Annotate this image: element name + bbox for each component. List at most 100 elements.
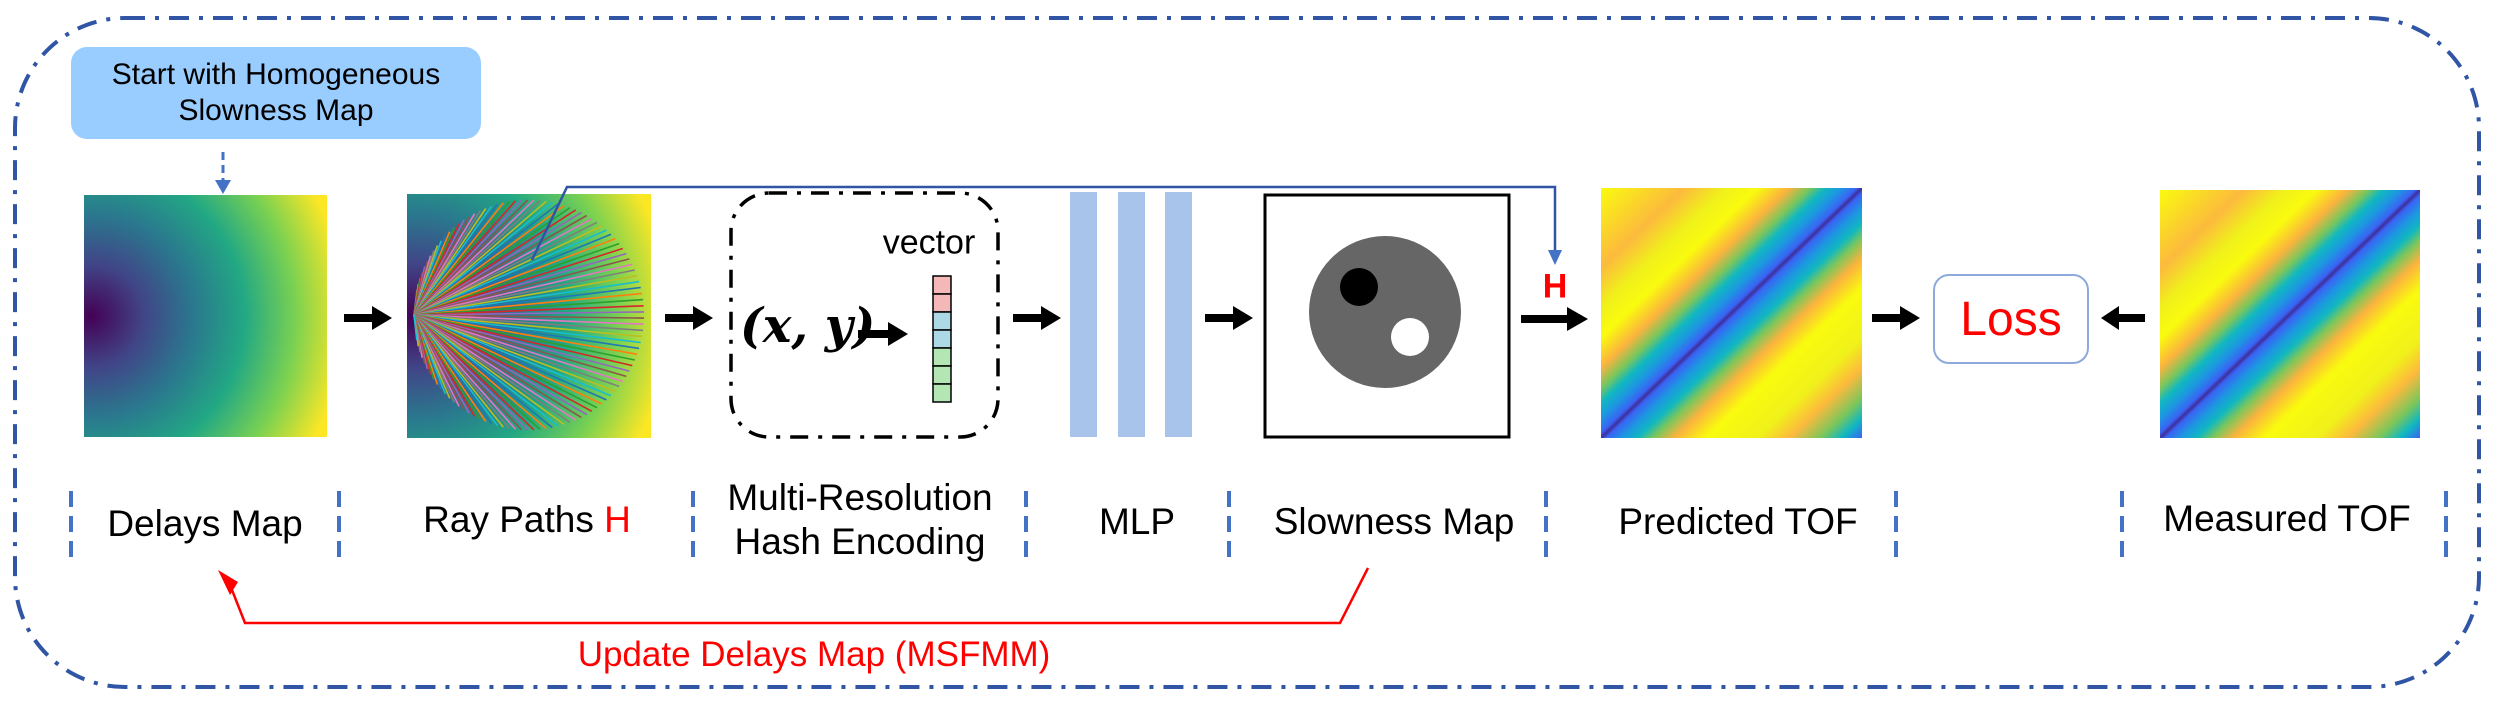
label-mlp: MLP [1098, 501, 1176, 542]
mlp-layer-1 [1070, 192, 1097, 437]
ray-line [413, 217, 593, 316]
label-measured-tof: Measured TOF [2163, 498, 2411, 539]
bright-inclusion [1391, 318, 1429, 356]
ray-fan [413, 199, 645, 431]
ray-line [413, 314, 588, 416]
ray-line [413, 314, 582, 419]
vector-cell [932, 329, 952, 349]
ray-line [413, 314, 620, 388]
label-ray-paths: Ray Paths H [423, 498, 631, 542]
ray-paths-h: H [604, 499, 631, 540]
ray-paths-image [407, 194, 651, 438]
h-marker: H [1542, 267, 1568, 306]
ray-line [413, 314, 612, 397]
ray-line [413, 233, 612, 316]
hash-label-line2: Hash Encoding [734, 521, 986, 562]
ray-line [413, 314, 624, 383]
ray-line [413, 258, 630, 316]
feedback-arrowhead [218, 570, 238, 595]
ray-line [413, 286, 641, 316]
ray-line [413, 314, 598, 409]
encoding-vector [932, 275, 952, 403]
vector-cell [932, 275, 952, 295]
ray-line [413, 314, 645, 319]
ray-line [413, 314, 577, 421]
hash-encoding-box [729, 191, 1000, 439]
ray-line [413, 314, 638, 356]
ray-line [413, 238, 616, 316]
hash-label-line1: Multi-Resolution [727, 477, 993, 518]
ray-line [413, 252, 627, 316]
start-box-line2: Slowness Map [178, 94, 374, 127]
start-dashed-arrow [215, 152, 231, 194]
label-predicted-tof: Predicted TOF [1618, 501, 1858, 542]
ray-line [413, 314, 616, 392]
arrow-rays-to-hash [665, 306, 713, 330]
ray-line [413, 314, 607, 401]
measured-tof-image [2160, 190, 2420, 438]
ray-line [413, 314, 644, 332]
outer-frame [13, 16, 2481, 689]
ray-line [413, 206, 571, 316]
ray-line [413, 314, 635, 361]
ray-line [413, 292, 643, 316]
ray-line [413, 203, 559, 316]
connector-arrowhead [1548, 250, 1562, 265]
start-box-line1: Start with Homogeneous [111, 58, 441, 91]
vector-cell [932, 347, 952, 367]
ray-line [413, 298, 644, 316]
ray-line [413, 305, 644, 316]
arrow-slowness-to-tof [1521, 307, 1588, 331]
ray-line [413, 314, 565, 426]
ray-line [413, 204, 565, 316]
ray-line [413, 314, 418, 341]
ray-line [413, 314, 553, 429]
ray-line [413, 314, 633, 367]
phantom-disk [1309, 236, 1461, 388]
ray-line [413, 269, 635, 316]
label-hash-encoding: Multi-Resolution Hash Encoding [727, 476, 992, 564]
ray-line [413, 242, 620, 316]
ray-line [413, 314, 630, 372]
arrow-measured-to-loss [2101, 306, 2145, 330]
arrow-xy-to-vector [858, 322, 908, 346]
xy-input-label: (x, y) [740, 298, 876, 354]
vector-label: vector [882, 223, 976, 262]
ray-line [413, 211, 582, 316]
ray-line [413, 225, 603, 316]
vector-cell [932, 365, 952, 385]
ray-paths-connector [530, 185, 1557, 261]
loss-box: Loss [1933, 274, 2089, 364]
ray-line [413, 314, 627, 378]
ray-line [413, 280, 640, 316]
dark-inclusion [1340, 268, 1378, 306]
ray-line [413, 221, 598, 316]
ray-line [413, 274, 638, 316]
ray-line [413, 314, 641, 344]
start-homogeneous-box: Start with Homogeneous Slowness Map [71, 47, 481, 139]
ray-line [413, 214, 588, 316]
feedback-label: Update Delays Map (MSFMM) [577, 635, 1051, 674]
arrow-hash-to-mlp [1013, 306, 1061, 330]
ray-paths-text: Ray Paths [423, 499, 594, 540]
slowness-map-image [1263, 193, 1511, 439]
ray-line [413, 314, 571, 424]
ray-line [413, 314, 559, 427]
loss-label: Loss [1960, 292, 2062, 346]
ray-line [413, 263, 633, 316]
flow-arrows [344, 306, 2145, 346]
ray-line [413, 314, 603, 405]
predicted-tof-image [1601, 188, 1862, 438]
ray-line [413, 229, 607, 316]
ray-line [413, 314, 640, 350]
ray-line [413, 314, 593, 413]
feedback-arrow [230, 567, 1370, 625]
vector-cell [932, 293, 952, 313]
label-delays-map: Delays Map [107, 503, 303, 544]
label-dividers [69, 491, 2448, 563]
label-slowness-map: Slowness Map [1273, 501, 1515, 542]
vector-cell [932, 383, 952, 403]
vector-cell [932, 311, 952, 331]
arrow-mlp-to-slowness [1205, 306, 1253, 330]
